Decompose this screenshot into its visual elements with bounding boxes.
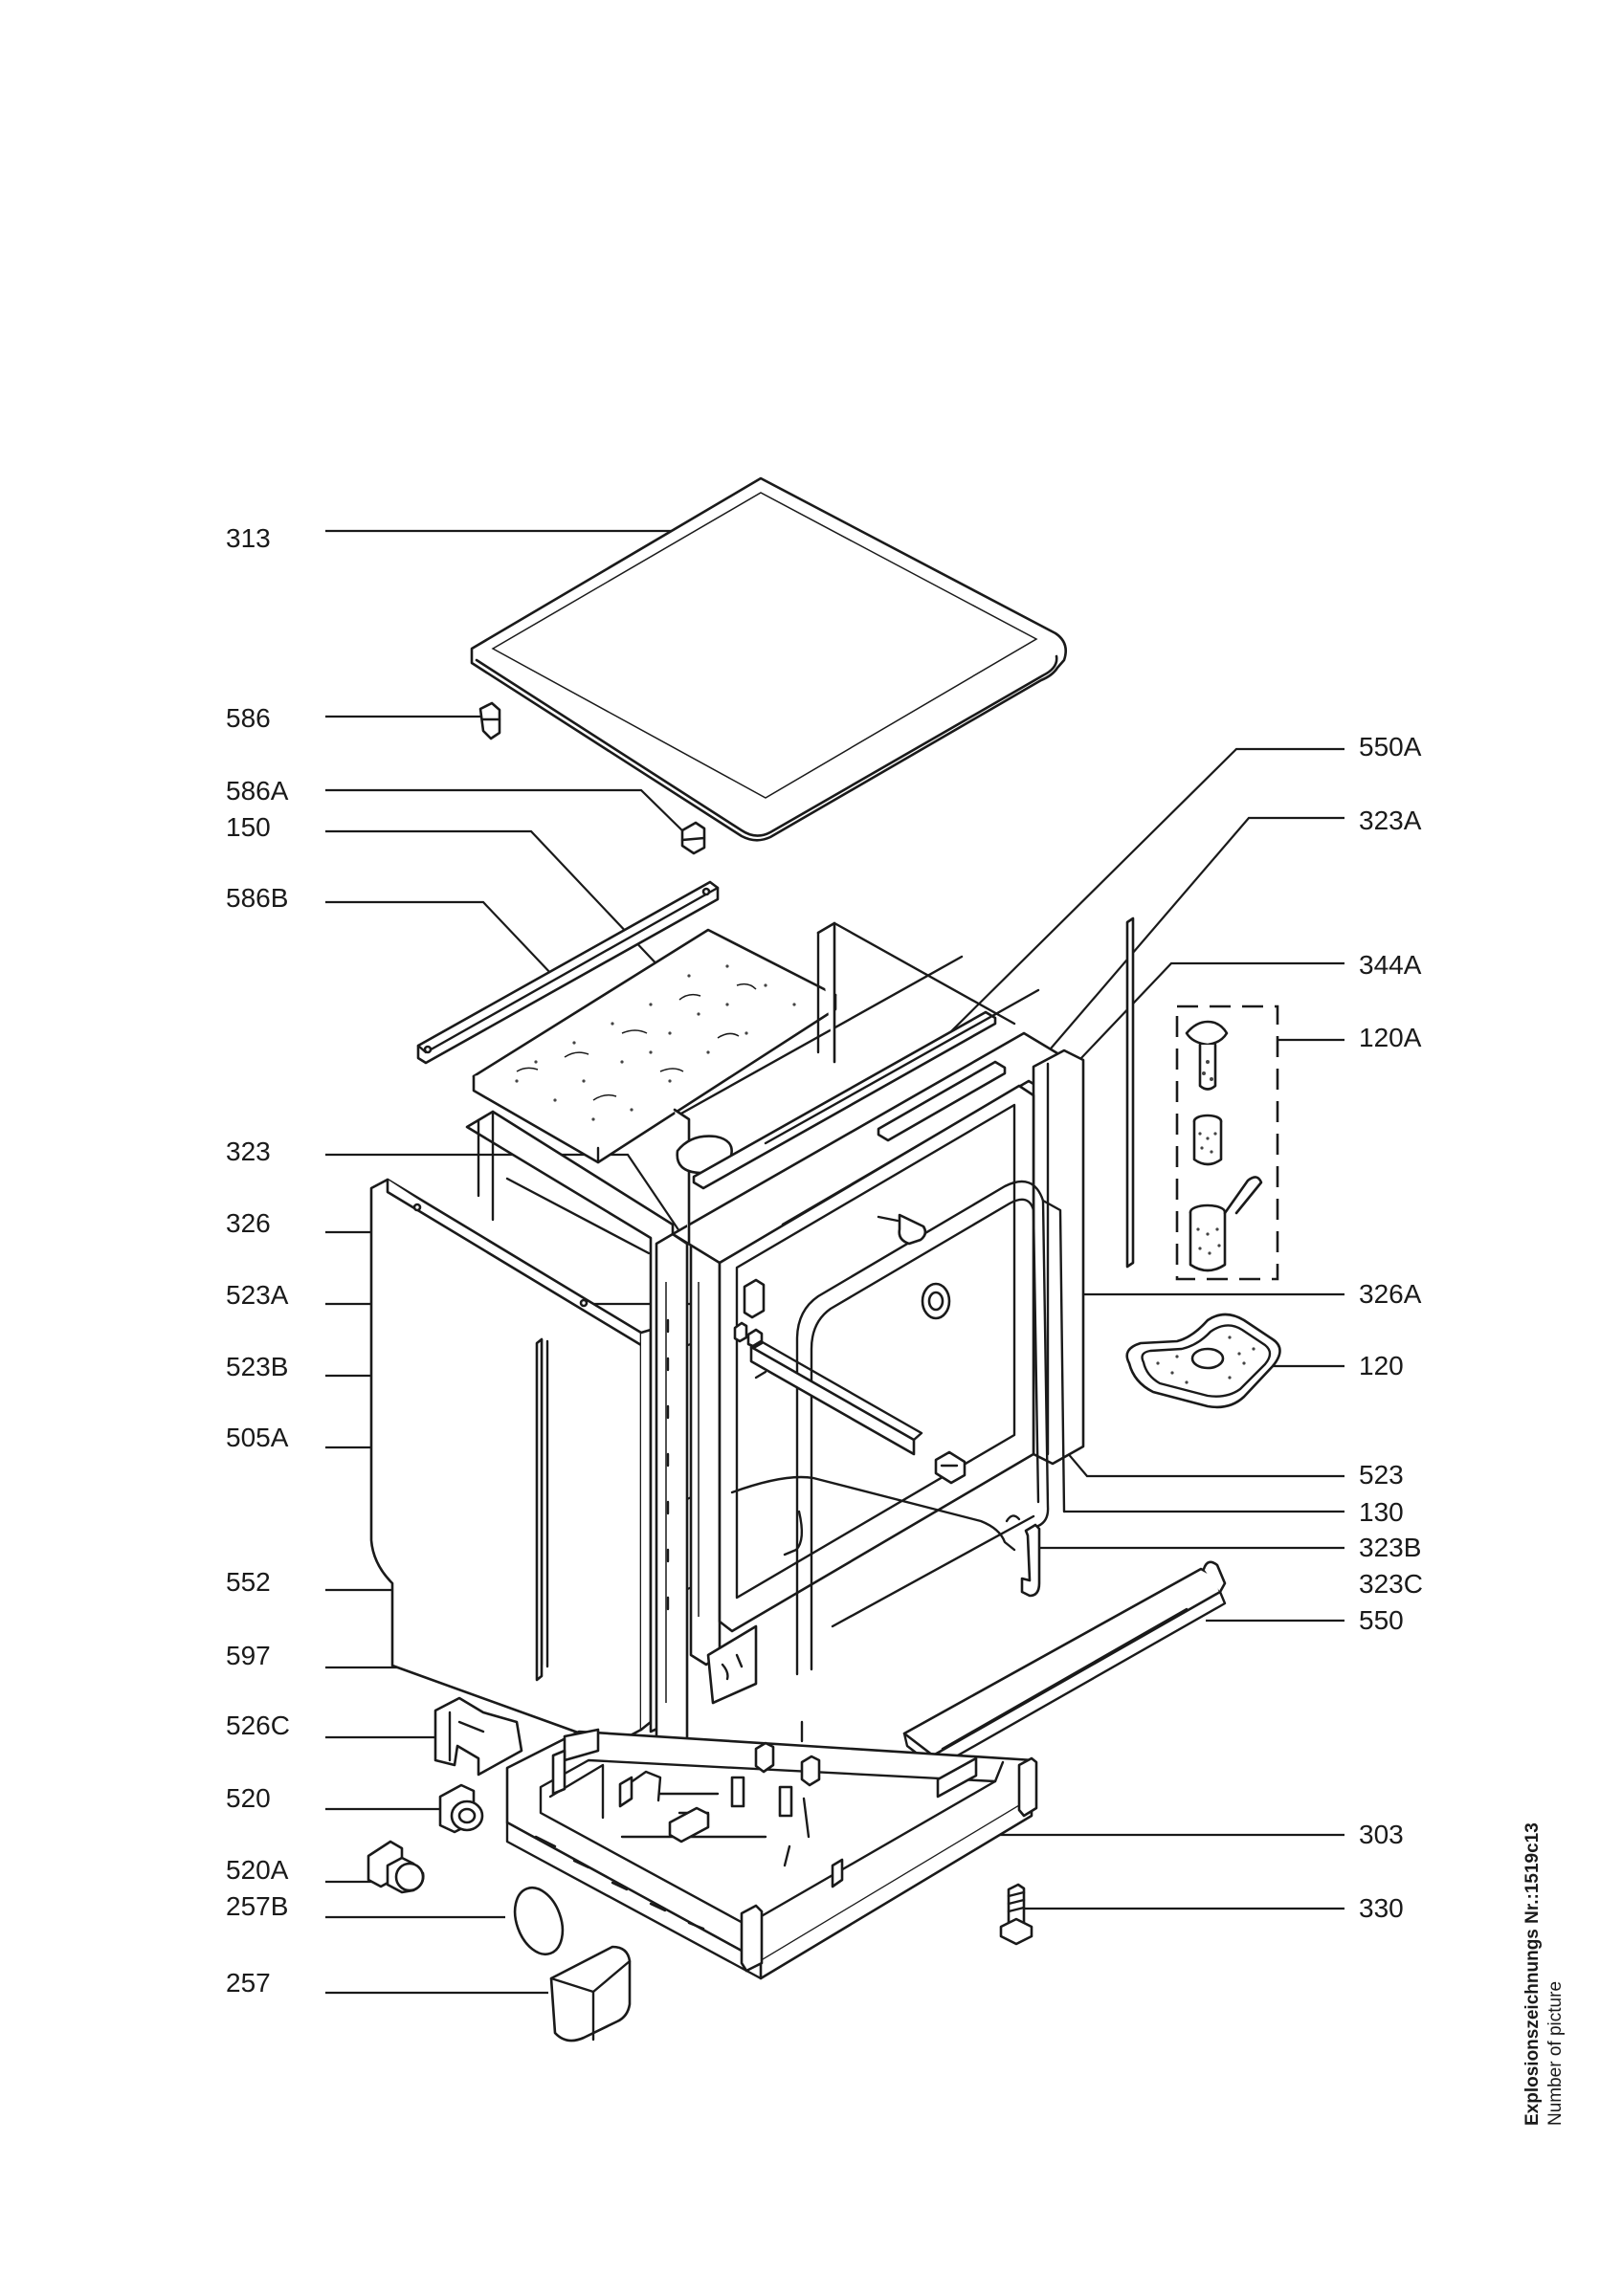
callout-120: 120	[1359, 1351, 1404, 1380]
callout-505a: 505A	[226, 1423, 289, 1452]
part-505a-seal	[535, 1337, 544, 1682]
part-586a-bracket	[680, 821, 706, 855]
part-330-foot	[999, 1883, 1033, 1946]
leader-323	[325, 1153, 680, 1232]
callout-344a: 344A	[1359, 950, 1422, 980]
part-344a	[877, 1213, 927, 1246]
callout-313: 313	[226, 523, 271, 553]
left-callout-labels: 313 586 586A 150 586B 323 326 523A 523B …	[226, 523, 290, 1998]
callout-326: 326	[226, 1208, 271, 1238]
callout-257b: 257B	[226, 1891, 288, 1921]
callout-520: 520	[226, 1783, 271, 1813]
callout-257: 257	[226, 1968, 271, 1998]
part-303-base-frame	[505, 1720, 1038, 1980]
callout-550: 550	[1359, 1605, 1404, 1635]
part-520a-plug	[367, 1840, 425, 1894]
callout-526c: 526C	[226, 1711, 290, 1740]
leader-lines	[325, 529, 1344, 1995]
callout-130: 130	[1359, 1497, 1404, 1527]
part-326-side-panel	[369, 1178, 653, 1747]
part-120a-accessory-group	[1175, 1004, 1279, 1281]
callout-323b: 323B	[1359, 1533, 1421, 1562]
callout-326a: 326A	[1359, 1279, 1422, 1309]
callout-330: 330	[1359, 1893, 1404, 1923]
drawing-number: Explosionszeichnungs Nr.:1519c13	[1522, 1822, 1543, 2126]
leader-150	[325, 829, 714, 1025]
part-520-socket	[438, 1783, 484, 1834]
part-seal-strip-right	[1125, 916, 1135, 1269]
callout-323c: 323C	[1359, 1569, 1423, 1599]
part-586b-rail	[416, 880, 720, 1065]
leader-586b	[325, 900, 554, 977]
part-257-container	[549, 1945, 632, 2042]
leader-323a	[1033, 816, 1344, 1070]
part-526c-bracket	[433, 1696, 523, 1777]
part-586-bracket	[478, 701, 501, 740]
callout-323: 323	[226, 1137, 271, 1166]
part-313-worktop	[470, 476, 1067, 842]
part-323b-323c-latch	[1005, 1514, 1041, 1598]
right-callout-labels: 550A 323A 344A 120A 326A 120 523 130 323…	[1359, 732, 1423, 1923]
callout-523a: 523A	[226, 1280, 289, 1310]
part-257b-ring	[513, 1886, 565, 1956]
callout-523: 523	[1359, 1460, 1404, 1490]
callout-586a: 586A	[226, 776, 289, 806]
callout-523b: 523B	[226, 1352, 288, 1381]
picture-label: Number of picture	[1545, 1980, 1566, 2126]
callout-520a: 520A	[226, 1855, 289, 1885]
callout-550a: 550A	[1359, 732, 1422, 762]
part-523-grommet	[921, 1282, 951, 1320]
part-130-door-gasket	[795, 1180, 1066, 1676]
callout-597: 597	[226, 1641, 271, 1670]
callout-150: 150	[226, 812, 271, 842]
part-552-rail	[749, 1339, 923, 1456]
callout-552: 552	[226, 1567, 271, 1597]
callout-303: 303	[1359, 1820, 1404, 1849]
callout-586: 586	[226, 703, 271, 733]
leader-586a	[325, 788, 690, 838]
leader-550a	[946, 747, 1344, 1036]
callout-120a: 120A	[1359, 1023, 1422, 1052]
callout-586b: 586B	[226, 883, 288, 913]
part-597-bracket	[934, 1450, 967, 1485]
callout-323a: 323A	[1359, 806, 1422, 835]
part-550-rail	[902, 1560, 1227, 1770]
part-120-flat-filter	[1125, 1313, 1281, 1409]
